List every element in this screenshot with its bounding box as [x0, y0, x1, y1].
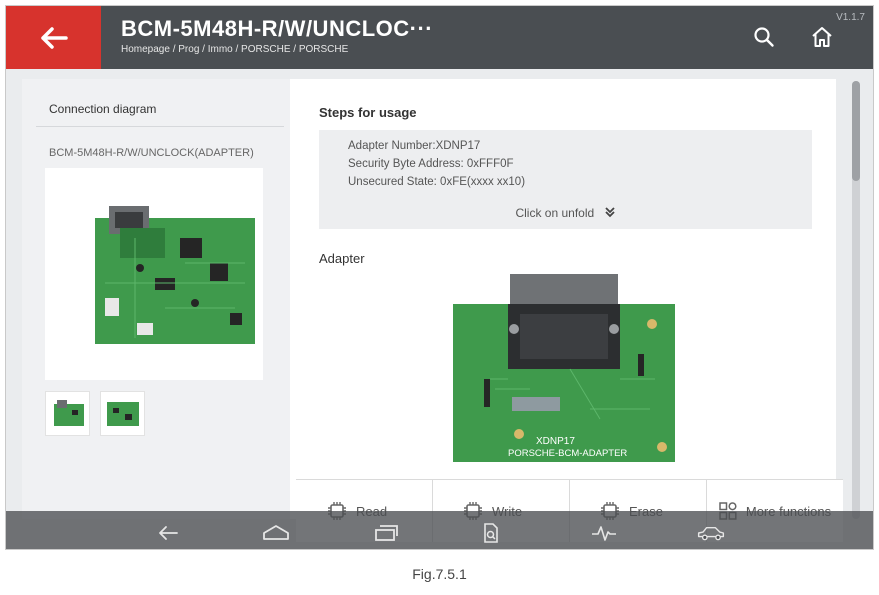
adapter-board-image: XDNP17 PORSCHE-BCM-ADAPTER — [453, 274, 675, 462]
connection-diagram-image[interactable] — [45, 168, 263, 380]
version-label: V1.1.7 — [836, 12, 865, 23]
steps-box: Adapter Number:XDNP17 Security Byte Addr… — [319, 130, 812, 229]
connection-diagram-title: Connection diagram — [49, 102, 157, 116]
title-block: BCM-5M48H-R/W/UNCLOC··· Homepage / Prog … — [121, 16, 433, 55]
step-line: Unsecured State: 0xFE(xxxx xx10) — [348, 176, 526, 188]
adapter-image: XDNP17 PORSCHE-BCM-ADAPTER — [440, 269, 700, 469]
android-nav-bar — [6, 511, 873, 549]
connection-panel: Connection diagram BCM-5M48H-R/W/UNCLOCK… — [22, 79, 290, 519]
file-search-icon — [484, 523, 498, 543]
top-bar: BCM-5M48H-R/W/UNCLOC··· Homepage / Prog … — [6, 6, 873, 69]
file-search-button[interactable] — [476, 520, 506, 546]
board-label-1: XDNP17 — [536, 436, 575, 447]
search-icon — [754, 27, 774, 47]
back-button[interactable] — [6, 6, 101, 69]
breadcrumb: Homepage / Prog / Immo / PORSCHE / PORSC… — [121, 44, 349, 55]
figure-caption: Fig.7.5.1 — [412, 566, 467, 582]
device-screen: BCM-5M48H-R/W/UNCLOC··· Homepage / Prog … — [5, 5, 874, 550]
nav-home-icon — [263, 525, 289, 540]
connection-diagram-subtitle: BCM-5M48H-R/W/UNCLOCK(ADAPTER) — [49, 147, 254, 159]
scrollbar-thumb[interactable] — [852, 81, 860, 181]
nav-back-icon — [159, 526, 178, 540]
steps-title: Steps for usage — [319, 105, 417, 120]
home-icon — [812, 27, 832, 47]
nav-recents-icon — [375, 525, 398, 541]
scrollbar-track[interactable] — [852, 81, 860, 519]
waveform-button[interactable] — [589, 520, 619, 546]
step-line: Adapter Number:XDNP17 — [348, 140, 481, 152]
car-button[interactable] — [696, 520, 726, 546]
double-chevron-down-icon — [604, 207, 615, 218]
nav-recents-button[interactable] — [371, 520, 401, 546]
thumbnail-board-image — [107, 402, 139, 426]
adapter-title: Adapter — [319, 251, 365, 266]
nav-home-button[interactable] — [261, 520, 291, 546]
divider — [36, 126, 284, 127]
waveform-icon — [592, 526, 616, 541]
nav-back-button[interactable] — [153, 520, 183, 546]
home-button[interactable] — [809, 24, 835, 50]
unfold-label: Click on unfold — [515, 206, 595, 220]
page-title: BCM-5M48H-R/W/UNCLOC··· — [121, 16, 434, 41]
pcb-board-image — [95, 206, 255, 344]
details-panel: Steps for usage Adapter Number:XDNP17 Se… — [290, 79, 836, 519]
step-line: Security Byte Address: 0xFFF0F — [348, 158, 514, 170]
unfold-button[interactable]: Click on unfold — [319, 206, 812, 220]
thumbnail-1[interactable] — [45, 391, 90, 436]
thumbnail-2[interactable] — [100, 391, 145, 436]
car-icon — [697, 526, 725, 541]
back-arrow-icon — [40, 26, 68, 49]
search-button[interactable] — [751, 24, 777, 50]
thumbnail-board-image — [54, 400, 84, 426]
content-area: Connection diagram BCM-5M48H-R/W/UNCLOCK… — [6, 69, 873, 549]
board-label-2: PORSCHE-BCM-ADAPTER — [508, 448, 627, 459]
